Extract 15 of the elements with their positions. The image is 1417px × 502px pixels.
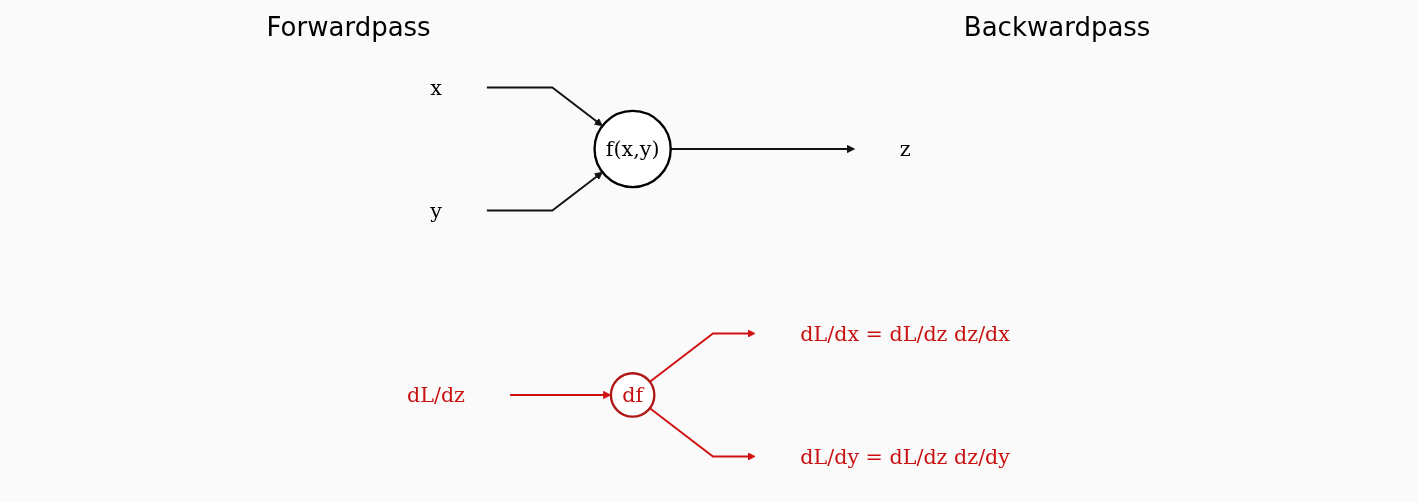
node-text: dL/dy = dL/dz dz/dy	[800, 444, 1010, 469]
arrow	[509, 390, 612, 400]
panel-heading: Backwardpass	[963, 12, 1151, 42]
arrow	[485, 86, 603, 127]
node-text: y	[430, 198, 442, 223]
node-text: z	[899, 137, 911, 161]
node-circle: df	[609, 372, 656, 418]
panel-heading: Forwardpass	[266, 12, 431, 42]
arrow	[485, 171, 603, 212]
node-text: x	[430, 75, 442, 100]
node-circle: f(x,y)	[593, 109, 672, 189]
node-text: dL/dz	[407, 383, 465, 407]
node-text: dL/dx = dL/dz dz/dx	[800, 321, 1010, 346]
arrow	[648, 407, 756, 461]
arrow	[648, 329, 756, 383]
